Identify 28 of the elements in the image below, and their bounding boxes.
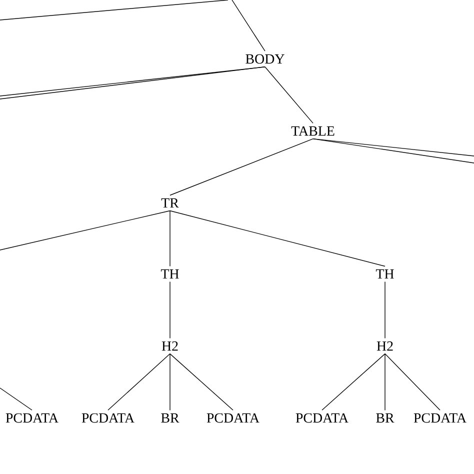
tree-branch bbox=[0, 388, 32, 410]
element-label: PCDATA bbox=[296, 413, 348, 423]
tree-branch bbox=[384, 281, 386, 339]
element-label: BR bbox=[376, 413, 394, 423]
tree-branch bbox=[264, 66, 314, 124]
element-label: PCDATA bbox=[414, 413, 466, 423]
tree-branch bbox=[0, 210, 170, 250]
tree-branch bbox=[170, 353, 234, 410]
element-label: PCDATA bbox=[206, 413, 260, 423]
element-label: TABLE bbox=[291, 126, 334, 136]
element-label: PCDATA bbox=[82, 413, 134, 423]
tree-branch bbox=[312, 138, 474, 156]
tree-branch bbox=[232, 0, 266, 52]
element-label: BODY bbox=[246, 54, 284, 64]
element-label: BR bbox=[161, 413, 180, 423]
element-label: H2 bbox=[162, 341, 178, 351]
tree-branch bbox=[322, 353, 386, 410]
tree-branch bbox=[170, 138, 314, 196]
element-label: TR bbox=[161, 198, 179, 208]
tree-branch bbox=[384, 353, 440, 410]
tree-branch bbox=[170, 210, 386, 267]
element-label: PCDATA bbox=[6, 413, 58, 423]
tree-branch bbox=[384, 353, 386, 411]
element-label: H2 bbox=[376, 341, 393, 351]
tree-branch bbox=[312, 138, 474, 164]
element-label: TH bbox=[160, 269, 179, 279]
element-label: TH bbox=[376, 269, 394, 279]
tree-branch bbox=[108, 353, 170, 410]
